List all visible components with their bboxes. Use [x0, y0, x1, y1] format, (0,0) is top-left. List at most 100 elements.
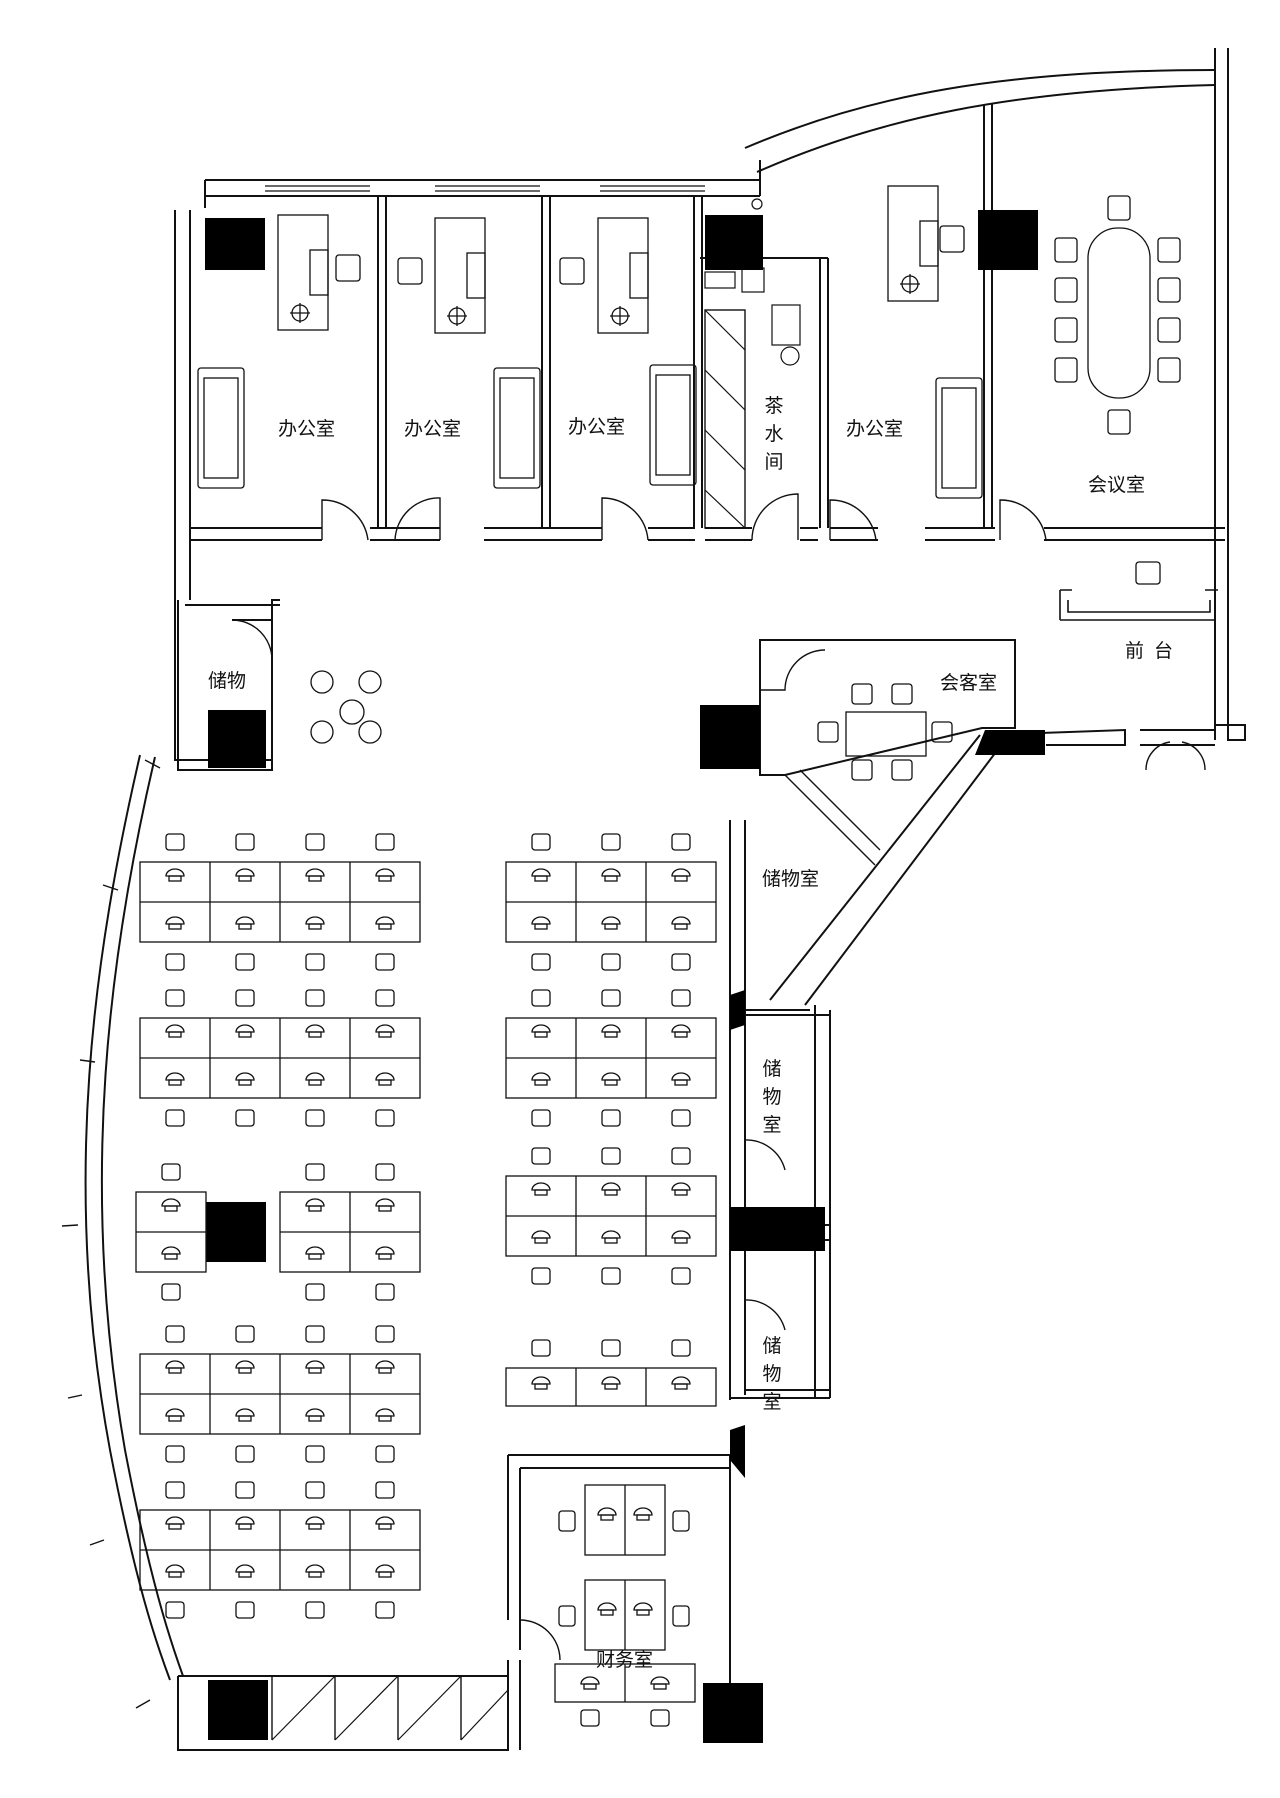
desk-chair-mark: [601, 1376, 621, 1385]
chair: [531, 989, 551, 1007]
desk-chair-mark: [375, 1408, 395, 1417]
desk-chair-base: [604, 1079, 618, 1086]
chair: [671, 989, 691, 1007]
chair: [601, 1339, 621, 1357]
label-office-2: 办公室: [404, 418, 462, 440]
desk-chair-base: [238, 1523, 252, 1530]
chair: [558, 1510, 576, 1532]
sofa-seat: [203, 377, 239, 479]
desk-chair-base: [604, 923, 618, 930]
desk-chair-base: [653, 1683, 667, 1690]
chair: [305, 1481, 325, 1499]
desk-chair-mark: [650, 1676, 670, 1685]
desk-chair-base: [600, 1514, 614, 1521]
lounge-chair: [310, 670, 334, 694]
desk-chair-base: [168, 875, 182, 882]
desk-chair-base: [534, 1237, 548, 1244]
desk-chair-base: [378, 1571, 392, 1578]
desk-chair-mark: [531, 916, 551, 925]
chair: [672, 1510, 690, 1532]
desk-chair-base: [604, 1383, 618, 1390]
chair: [165, 1601, 185, 1619]
desk-chair-mark: [633, 1602, 653, 1611]
desk-chair-mark: [165, 1516, 185, 1525]
desk-chair-mark: [597, 1602, 617, 1611]
lounge-table: [339, 699, 365, 725]
chair: [165, 1481, 185, 1499]
desk-chair-base: [308, 875, 322, 882]
chair: [1054, 317, 1078, 343]
chair: [671, 953, 691, 971]
desk-chair-base: [168, 1415, 182, 1422]
chair: [531, 1147, 551, 1165]
desk-chair-mark: [165, 868, 185, 877]
desk-chair-mark: [375, 916, 395, 925]
desk-chair-base: [238, 1031, 252, 1038]
right-outer-wall: [1214, 48, 1246, 741]
chair: [375, 1163, 395, 1181]
column: [205, 218, 265, 270]
desk-chair-base: [378, 875, 392, 882]
label-office-3: 办公室: [568, 416, 626, 438]
chair: [235, 1601, 255, 1619]
desk-chair-base: [238, 1367, 252, 1374]
desk-chair-mark: [161, 1246, 181, 1255]
desk-chair-mark: [375, 1246, 395, 1255]
desk-chair-base: [308, 1571, 322, 1578]
sofa-seat: [941, 387, 977, 489]
desk-chair-mark: [235, 1564, 255, 1573]
chair: [375, 1325, 395, 1343]
door-office-4: [829, 499, 877, 541]
desk-chair-base: [238, 875, 252, 882]
chair: [931, 721, 953, 743]
chair: [375, 953, 395, 971]
sofa: [649, 364, 697, 486]
desk-chair-base: [238, 1079, 252, 1086]
desk-chair-base: [604, 1031, 618, 1038]
desk-chair-base: [308, 1523, 322, 1530]
desk-chair-base: [308, 1031, 322, 1038]
desk-chair-mark: [531, 1376, 551, 1385]
desk-chair-mark: [375, 1564, 395, 1573]
chair: [235, 1109, 255, 1127]
chair: [165, 833, 185, 851]
column: [978, 210, 1038, 270]
chair: [335, 254, 361, 282]
chair: [601, 989, 621, 1007]
chair: [601, 1267, 621, 1285]
desk-chair-mark: [601, 1230, 621, 1239]
curved-wall-left: [84, 754, 171, 1681]
desk-chair-mark: [531, 868, 551, 877]
finance-room-walls: [507, 1454, 731, 1750]
chair: [559, 257, 585, 285]
chair: [1157, 317, 1181, 343]
chair: [851, 759, 873, 781]
desk-chair-mark: [531, 1072, 551, 1081]
chair: [671, 833, 691, 851]
desk-chair-mark: [671, 1230, 691, 1239]
chair: [305, 1163, 325, 1181]
desk-chair-mark: [165, 1408, 185, 1417]
label-finance-room: 财务室: [596, 1649, 654, 1671]
desk-chair-mark: [161, 1198, 181, 1207]
chair: [891, 759, 913, 781]
desk-chair-base: [378, 1253, 392, 1260]
chair: [531, 953, 551, 971]
chair: [235, 953, 255, 971]
desk-chair-mark: [235, 868, 255, 877]
desk-chair-base: [378, 1079, 392, 1086]
desk-chair-mark: [305, 1072, 325, 1081]
chair: [375, 1601, 395, 1619]
desk-chair-base: [636, 1514, 650, 1521]
desk-chair-base: [168, 923, 182, 930]
desk-chair-mark: [375, 1072, 395, 1081]
label-meeting-room: 会议室: [1088, 474, 1146, 496]
column: [730, 1425, 745, 1478]
desk-chair-base: [308, 1205, 322, 1212]
desk-chair-base: [238, 1415, 252, 1422]
label-tea-room: 茶 水 间: [764, 395, 784, 473]
top-wall: [204, 179, 761, 208]
sofa: [935, 377, 983, 499]
chair: [1157, 357, 1181, 383]
